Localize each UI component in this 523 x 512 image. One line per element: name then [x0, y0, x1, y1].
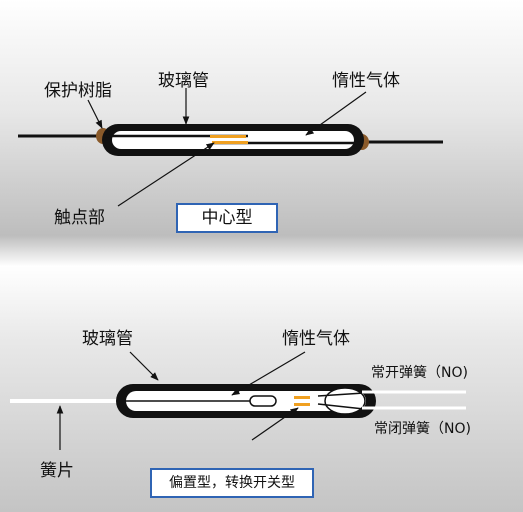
arrow-nc	[251, 407, 299, 441]
right-bulb	[324, 387, 366, 415]
glass-tube-inner	[112, 131, 354, 149]
caption-offset-type: 偏置型，转换开关型	[150, 468, 314, 498]
contact-upper	[210, 135, 246, 138]
arrow-resin	[87, 99, 103, 129]
label-glass-tube-bottom: 玻璃管	[82, 329, 133, 349]
arrow-gas	[305, 91, 367, 136]
label-protective-resin: 保护树脂	[44, 81, 112, 101]
label-glass-tube-top: 玻璃管	[158, 71, 209, 91]
label-contact-part: 触点部	[54, 208, 105, 228]
caption-center-type: 中心型	[176, 203, 278, 233]
label-inert-gas-top: 惰性气体	[332, 71, 400, 91]
spring-no-inner	[317, 392, 365, 397]
arrow-glass	[129, 351, 159, 381]
label-inert-gas-bottom: 惰性气体	[282, 329, 350, 349]
label-normally-closed-spring: 常闭弹簧（NO)	[374, 421, 471, 437]
offset-type-switch	[10, 351, 466, 450]
label-normally-open-spring: 常开弹簧（NO)	[371, 365, 468, 381]
arrow-contact	[117, 142, 215, 207]
contact-no	[294, 396, 310, 399]
center-type-switch	[18, 88, 443, 207]
arrow-gas	[231, 351, 306, 396]
contact-nc	[294, 403, 310, 406]
label-reed: 簧片	[40, 461, 74, 481]
spring-nc-inner	[317, 403, 365, 410]
contact-lower	[212, 141, 248, 144]
reed-tip	[249, 395, 277, 407]
